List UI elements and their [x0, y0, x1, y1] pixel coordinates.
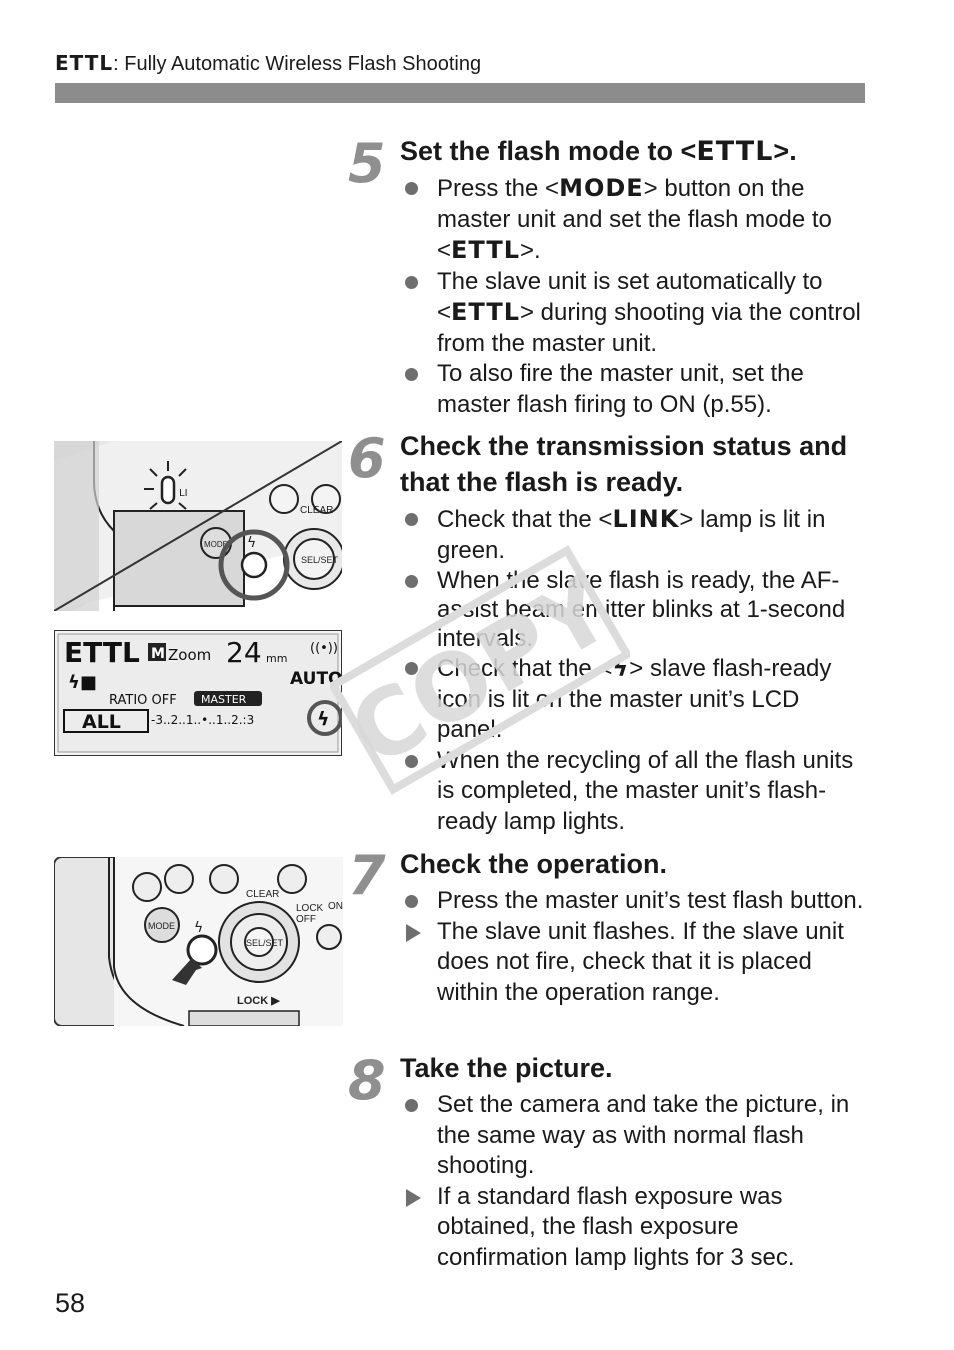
bullet-icon	[405, 182, 418, 195]
item-text: > during shooting via the control from t…	[437, 299, 861, 357]
list-item: The slave unit flashes. If the slave uni…	[400, 917, 865, 1009]
step-5-title-text: Set the flash mode to <	[400, 136, 697, 166]
test-flash-button-illustration: CLEAR LOCK OFF ON MODE SEL/SET ϟ LOCK ▶	[54, 857, 343, 1026]
list-item: The slave unit is set automatically to <…	[400, 267, 865, 360]
bullet-icon	[405, 368, 418, 381]
header-mode-symbol: ETTL	[55, 51, 114, 75]
running-header: ETTL: Fully Automatic Wireless Flash Sho…	[55, 51, 481, 76]
svg-text:LI: LI	[179, 488, 188, 499]
item-text: Check that the <	[437, 506, 613, 533]
flash-link-lamp-illustration: LI CLEAR MODE SEL/SET ϟ	[54, 441, 342, 611]
step-7-list: Press the master unit’s test flash butto…	[400, 886, 865, 1008]
svg-text:ϟ: ϟ	[194, 920, 203, 936]
clear-label: CLEAR	[246, 889, 279, 900]
link-symbol: LINK	[612, 505, 680, 533]
lock-label: LOCK	[296, 903, 324, 914]
step-6-title: Check the transmission status and that t…	[400, 431, 848, 497]
master-lcd-panel-illustration: ETTL M Zoom 24 mm ((•)) AUTO ϟ■ RATIO OF…	[54, 630, 342, 756]
lcd-scale: -3..2..1..•..1..2.:3	[151, 713, 254, 727]
step-7-title: Check the operation.	[400, 849, 668, 879]
lcd-master-badge: MASTER	[201, 693, 247, 706]
step-5-title-end: >.	[773, 136, 797, 166]
list-item: Set the camera and take the picture, in …	[400, 1090, 865, 1182]
item-text: The slave unit flashes. If the slave uni…	[437, 917, 844, 1006]
step-6-list: Check that the <LINK> lamp is lit in gre…	[400, 504, 865, 837]
ettl-symbol: ETTL	[451, 298, 520, 326]
lcd-group: ALL	[82, 711, 121, 733]
item-text: > button on the master unit and set the …	[437, 175, 832, 264]
step-6-number: 6	[348, 427, 386, 490]
ettl-symbol: ETTL	[451, 236, 520, 264]
sel-set-label: SEL/SET	[246, 938, 284, 948]
step-8-title: Take the picture.	[400, 1053, 613, 1083]
flash-ready-icon: ϟ	[612, 654, 630, 682]
bullet-icon	[405, 513, 418, 526]
list-item: When the recycling of all the flash unit…	[400, 746, 865, 838]
item-text: Press the <	[437, 175, 560, 202]
svg-text:ϟ: ϟ	[247, 535, 256, 551]
item-text: When the recycling of all the flash unit…	[437, 746, 854, 835]
bullet-icon	[405, 575, 418, 588]
on-label: ON	[328, 901, 343, 912]
step-5-list: Press the <MODE> button on the master un…	[400, 173, 865, 420]
lcd-mode: ETTL	[64, 636, 140, 669]
item-text: If a standard flash exposure was obtaine…	[437, 1182, 795, 1271]
lcd-zoom-value: 24	[226, 636, 262, 669]
sel-set-label: SEL/SET	[301, 555, 339, 565]
list-item: If a standard flash exposure was obtaine…	[400, 1182, 865, 1274]
lcd-ratio: RATIO OFF	[109, 693, 177, 708]
off-label: OFF	[296, 914, 316, 925]
item-text: Check that the <	[437, 655, 613, 682]
ettl-symbol: ETTL	[696, 136, 774, 167]
step-8-list: Set the camera and take the picture, in …	[400, 1090, 865, 1273]
step-7-number: 7	[348, 844, 386, 907]
step-5-title: Set the flash mode to <ETTL>.	[400, 133, 865, 170]
item-text: The slave unit is set automatically to <	[437, 267, 823, 327]
bullet-icon	[405, 275, 418, 289]
lcd-auto: AUTO	[290, 669, 342, 689]
item-text: >.	[520, 237, 541, 264]
page-number: 58	[55, 1288, 86, 1318]
lcd-zoom-unit: mm	[266, 652, 287, 665]
bullet-icon	[405, 754, 418, 768]
step-8-number: 8	[348, 1049, 386, 1112]
item-text: Set the camera and take the picture, in …	[437, 1091, 850, 1179]
result-arrow-icon	[406, 923, 421, 942]
bullet-icon	[405, 1099, 418, 1112]
item-text: To also fire the master unit, set the ma…	[437, 360, 804, 418]
list-item: Press the <MODE> button on the master un…	[400, 173, 865, 267]
list-item: Check that the <LINK> lamp is lit in gre…	[400, 504, 865, 566]
svg-text:ϟ■: ϟ■	[68, 672, 97, 693]
list-item: Check that the <ϟ> slave flash-ready ico…	[400, 653, 865, 746]
list-item: When the slave flash is ready, the AF-as…	[400, 566, 865, 653]
step-5-number: 5	[348, 132, 386, 195]
lock-bottom-label: LOCK ▶	[237, 995, 280, 1007]
result-arrow-icon	[406, 1188, 421, 1207]
header-title: : Fully Automatic Wireless Flash Shootin…	[113, 53, 482, 75]
svg-text:ϟ: ϟ	[317, 708, 330, 730]
svg-text:M: M	[151, 646, 165, 662]
header-bar	[55, 83, 865, 103]
mode-symbol: MODE	[559, 174, 644, 202]
list-item: To also fire the master unit, set the ma…	[400, 359, 865, 420]
item-text: When the slave flash is ready, the AF-as…	[437, 567, 846, 652]
item-text: Press the master unit’s test flash butto…	[437, 887, 864, 914]
mode-label: MODE	[148, 921, 175, 931]
list-item: Press the master unit’s test flash butto…	[400, 886, 865, 917]
svg-text:((•)): ((•))	[310, 641, 338, 656]
mode-label: MODE	[204, 540, 228, 549]
bullet-icon	[405, 895, 418, 908]
clear-label: CLEAR	[300, 505, 333, 516]
lcd-zoom-label: Zoom	[168, 646, 211, 664]
bullet-icon	[405, 662, 418, 675]
